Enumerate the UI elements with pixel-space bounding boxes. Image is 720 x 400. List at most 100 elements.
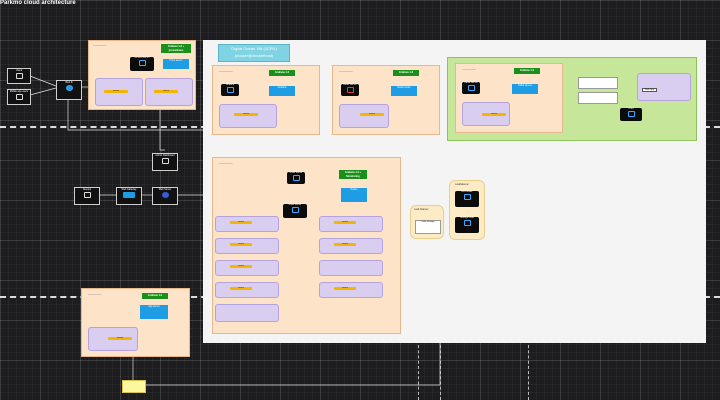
vm-banner: Digital Ocean VM (2CPU) (docker@dockerho… bbox=[218, 44, 290, 62]
service-pill[interactable]: service bbox=[334, 243, 356, 246]
vm-banner-subtitle: (docker@dockerhost) bbox=[234, 53, 274, 58]
group-vm-b-service[interactable]: Redis cache bbox=[391, 86, 417, 96]
cluster-item-r3[interactable] bbox=[319, 260, 383, 276]
web-gateway-node[interactable]: Web Gateway bbox=[116, 187, 142, 205]
users-icon bbox=[15, 73, 23, 79]
users-node[interactable]: Users bbox=[7, 68, 31, 84]
gateway-icon bbox=[123, 192, 135, 198]
group-vm-b[interactable]: ──────── Grafana 1.2 Redis Server Redis … bbox=[332, 65, 440, 135]
service-pill[interactable]: service bbox=[104, 90, 128, 93]
mobile-icon bbox=[15, 94, 23, 100]
group-vm-c-service[interactable]: Kafka Queue bbox=[512, 84, 538, 94]
lb-cloud-title: Load balancer bbox=[414, 209, 429, 211]
service-pill[interactable]: service bbox=[334, 221, 356, 224]
cluster-item-l1[interactable] bbox=[215, 216, 279, 232]
group-vm-c-server[interactable]: Kafka Server bbox=[462, 82, 480, 94]
service-pill[interactable]: service bbox=[230, 265, 252, 268]
devops-label: Devops bbox=[82, 188, 92, 191]
cluster-item-l4[interactable] bbox=[215, 282, 279, 298]
group-vm-a[interactable]: ──────── Grafana 1.2 Grafana Grafana bbox=[212, 65, 320, 135]
service-pill[interactable]: service bbox=[108, 337, 132, 340]
group-bottom-left[interactable]: ──────── Grafana 1.2 App server bbox=[81, 288, 190, 357]
cluster-item-r4[interactable] bbox=[319, 282, 383, 298]
devops-node[interactable]: Devops bbox=[74, 187, 100, 205]
admin-dashboard-node[interactable]: Admin Dashboard bbox=[152, 153, 178, 171]
group-cluster[interactable]: ──────── Node Server Grafana 1.2 + Monit… bbox=[212, 157, 401, 334]
service-pill[interactable]: service bbox=[230, 221, 252, 224]
web-server-node[interactable]: Web Server bbox=[152, 187, 178, 205]
group-cluster-server-a[interactable]: Node Server bbox=[287, 172, 305, 184]
storage-bucket-a[interactable] bbox=[578, 77, 618, 89]
cluster-item-l3[interactable] bbox=[215, 260, 279, 276]
traffic-manager[interactable]: Traffic Manager bbox=[415, 220, 441, 234]
group-vm-c-caption: ──────── bbox=[462, 68, 476, 71]
web-app-panel[interactable]: Web app bbox=[637, 73, 691, 101]
storage-icon bbox=[463, 220, 471, 226]
cluster-item-l5[interactable] bbox=[215, 304, 279, 322]
group-bottom-left-service[interactable]: App server bbox=[140, 305, 168, 319]
group-vm-c[interactable]: ──────── Grafana 1.2 Kafka Server Kafka … bbox=[455, 63, 563, 133]
cluster-item-r2[interactable] bbox=[319, 238, 383, 254]
lb-cloud: Load balancer Traffic Manager bbox=[410, 205, 444, 239]
database-icon bbox=[463, 194, 471, 200]
mobile-users-node[interactable]: Mobile app users bbox=[7, 89, 31, 105]
cluster-cloud: Loadbalancer DB Cluster Storage node bbox=[449, 180, 485, 240]
group-cluster-caption: ──────── bbox=[219, 162, 233, 165]
web-server-label: Web Server bbox=[158, 188, 172, 191]
diagram-title: Parkmo cloud architecture bbox=[0, 0, 76, 6]
web-app-label: Web app bbox=[642, 88, 658, 92]
db-cluster-node[interactable]: DB Cluster bbox=[455, 191, 479, 207]
divider-vertical-2 bbox=[440, 340, 441, 400]
users-label: Users bbox=[15, 69, 23, 72]
service-pill[interactable]: service bbox=[154, 90, 178, 93]
group-vm-c-header: Grafana 1.2 bbox=[514, 68, 540, 74]
team-icon bbox=[83, 192, 91, 198]
server-icon bbox=[291, 207, 299, 213]
web-gateway-label: Web Gateway bbox=[121, 188, 137, 191]
group-bottom-left-caption: ──────── bbox=[88, 293, 102, 296]
group-bottom-left-header: Grafana 1.2 bbox=[142, 293, 168, 299]
group-cluster-header: Grafana 1.2 + Monitoring bbox=[339, 170, 367, 179]
cluster-item-l2[interactable] bbox=[215, 238, 279, 254]
group-vm-a-header: Grafana 1.2 bbox=[269, 70, 295, 76]
redis-icon bbox=[346, 87, 354, 93]
server-icon bbox=[138, 60, 146, 66]
cluster-item-r1[interactable] bbox=[319, 216, 383, 232]
divider-vertical-3 bbox=[528, 340, 529, 400]
group-top-left[interactable]: ──────── Grafana 1.2 + prometheus ec-101… bbox=[88, 40, 196, 110]
mobile-users-label: Mobile app users bbox=[9, 90, 29, 93]
group-vm-b-panel[interactable] bbox=[339, 104, 389, 128]
service-pill[interactable]: service bbox=[234, 113, 258, 116]
service-pill[interactable]: service bbox=[230, 287, 252, 290]
group-vm-b-caption: ──────── bbox=[339, 70, 353, 73]
group-top-left-server[interactable]: ec-101.123.45 bbox=[130, 57, 154, 71]
cluster-cloud-title: Loadbalancer bbox=[455, 184, 469, 186]
group-vm-b-server[interactable]: Redis Server bbox=[341, 84, 359, 96]
server-icon bbox=[292, 175, 300, 181]
vm-banner-title: Digital Ocean VM (2CPU) bbox=[231, 46, 277, 51]
service-pill[interactable]: service bbox=[334, 287, 356, 290]
service-pill[interactable]: service bbox=[230, 243, 252, 246]
divider-vertical-1 bbox=[418, 340, 419, 400]
group-vm-a-panel[interactable] bbox=[219, 104, 277, 128]
web-lb-node[interactable]: Web lb bbox=[56, 80, 82, 100]
prod-node[interactable]: Prod bbox=[620, 108, 642, 121]
server-icon bbox=[161, 192, 169, 198]
group-vm-a-server[interactable]: Grafana bbox=[221, 84, 239, 96]
service-pill[interactable]: service bbox=[360, 113, 384, 116]
group-top-left-caption: ──────── bbox=[93, 44, 107, 47]
server-icon bbox=[467, 85, 475, 91]
service-pill[interactable]: service bbox=[482, 113, 506, 116]
group-cluster-server-b[interactable]: Node Server bbox=[283, 204, 307, 218]
group-cluster-service[interactable]: Nodes bbox=[341, 188, 367, 202]
group-vm-b-header: Grafana 1.2 bbox=[393, 70, 419, 76]
dashboard-icon bbox=[161, 158, 169, 164]
yellow-note[interactable] bbox=[122, 380, 146, 393]
group-vm-a-caption: ──────── bbox=[219, 70, 233, 73]
storage-bucket-b[interactable] bbox=[578, 92, 618, 104]
group-top-left-service[interactable]: Prom server bbox=[163, 59, 189, 69]
web-lb-label: Web lb bbox=[65, 81, 73, 84]
storage-node[interactable]: Storage node bbox=[455, 217, 479, 233]
group-vm-a-service[interactable]: Grafana bbox=[269, 86, 295, 96]
load-balancer-icon bbox=[65, 85, 73, 91]
